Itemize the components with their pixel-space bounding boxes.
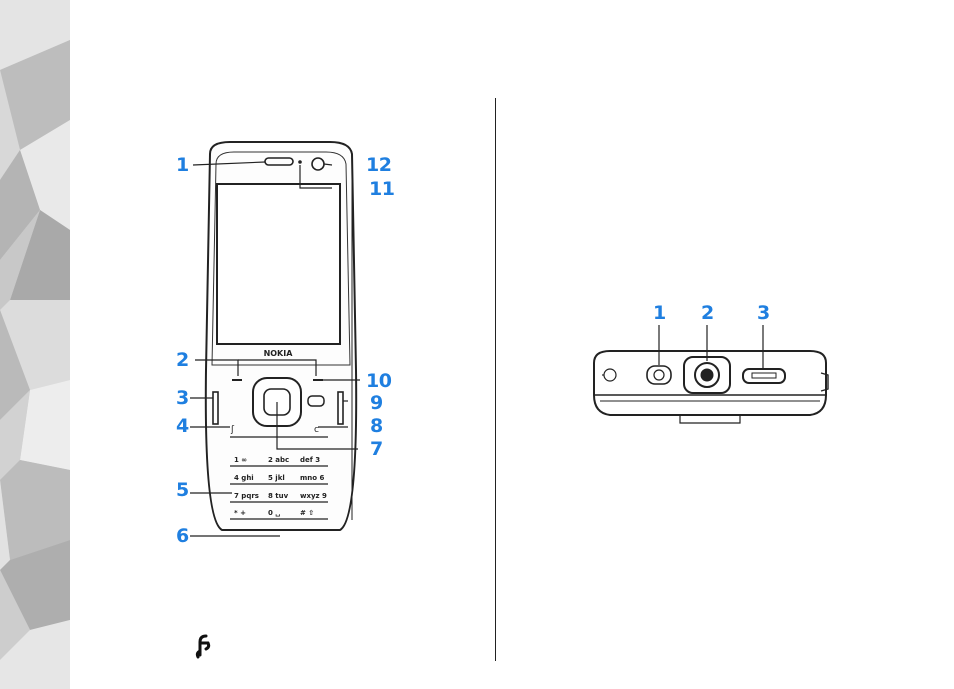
top-callout-1: 1	[653, 304, 666, 323]
column-divider	[495, 98, 496, 661]
key-6[interactable]: mno 6	[300, 474, 325, 482]
key-7[interactable]: 7 pqrs	[234, 492, 259, 500]
callout-8: 8	[370, 417, 383, 436]
callout-10: 10	[366, 372, 391, 391]
callout-1: 1	[176, 156, 189, 175]
top-callout-3: 3	[757, 304, 770, 323]
top-callout-2: 2	[701, 304, 714, 323]
callout-3: 3	[176, 389, 189, 408]
callout-11: 11	[369, 180, 394, 199]
key-star[interactable]: * +	[234, 509, 246, 517]
key-9[interactable]: wxyz 9	[300, 492, 327, 500]
key-4[interactable]: 4 ghi	[234, 474, 254, 482]
callout-2: 2	[176, 351, 189, 370]
callout-9: 9	[370, 394, 383, 413]
key-1[interactable]: 1 ∞	[234, 456, 247, 464]
decorative-sidebar	[0, 0, 70, 689]
menu-key-icon	[192, 633, 214, 659]
callout-7: 7	[370, 440, 383, 459]
phone-front-illustration: NOKIA ʃ c 1 ∞ 2 abc def 3 4 ghi 5 jkl mn…	[160, 140, 400, 550]
key-0[interactable]: 0 ␣	[268, 509, 280, 517]
front-view-figure: NOKIA ʃ c 1 ∞ 2 abc def 3 4 ghi 5 jkl mn…	[160, 140, 400, 550]
callout-12: 12	[366, 156, 391, 175]
brand-label: NOKIA	[264, 349, 294, 358]
top-view-figure: 1 2 3	[580, 303, 840, 433]
sidebar-pattern	[0, 0, 70, 689]
callout-6: 6	[176, 527, 189, 546]
callout-5: 5	[176, 481, 189, 500]
key-hash[interactable]: # ⇧	[300, 509, 314, 517]
key-8[interactable]: 8 tuv	[268, 492, 289, 500]
key-3[interactable]: def 3	[300, 456, 320, 464]
key-2[interactable]: 2 abc	[268, 456, 289, 464]
callout-4: 4	[176, 417, 189, 436]
key-5[interactable]: 5 jkl	[268, 474, 285, 482]
